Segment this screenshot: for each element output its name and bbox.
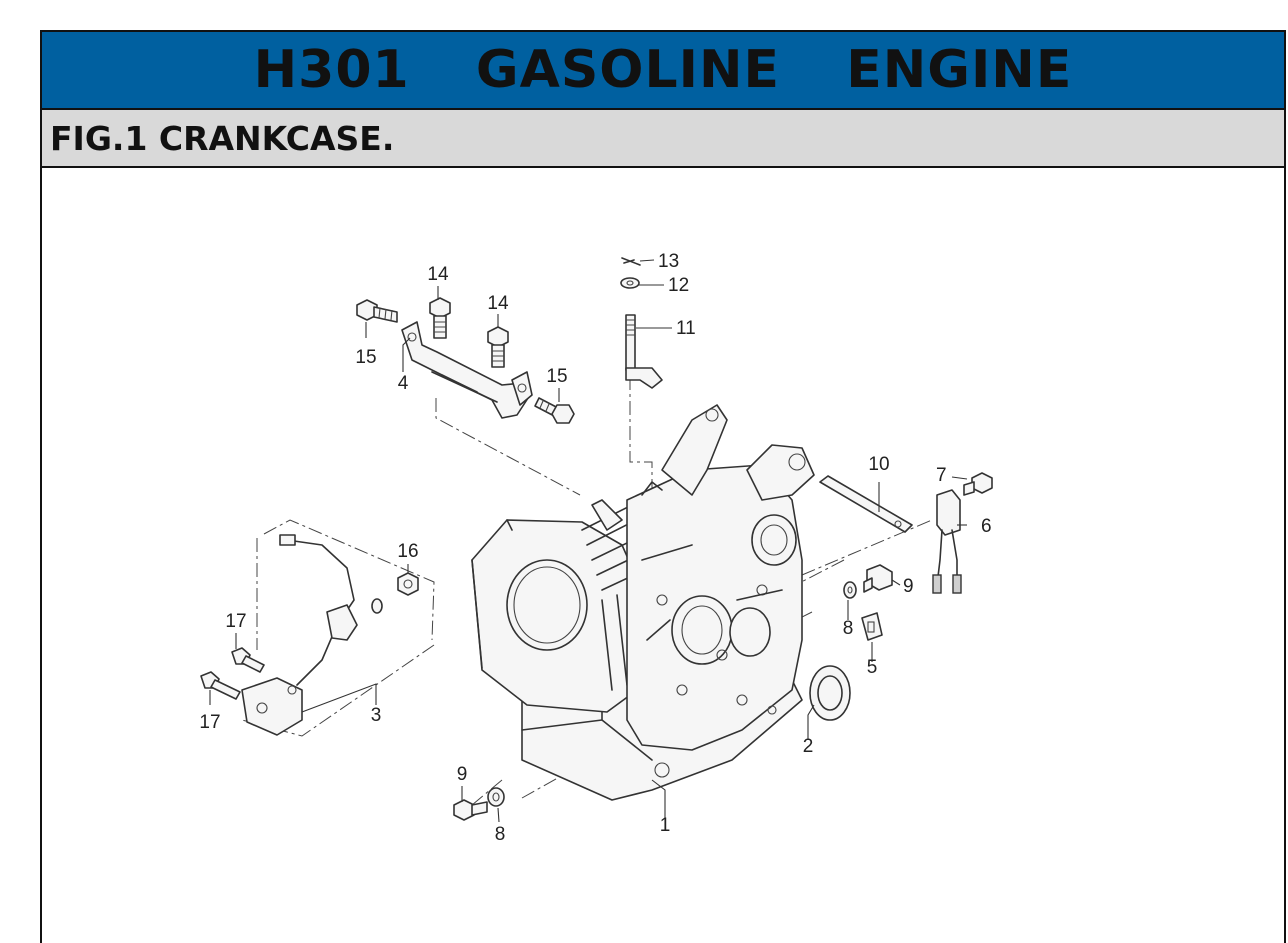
callout-8-bottom: 8: [495, 824, 506, 845]
callouts: 1 2 3 4 5 6 7 8 9 10 11 12 13 14 14 15 1…: [199, 251, 991, 845]
governor-plate: [819, 475, 913, 533]
callout-13: 13: [658, 251, 679, 272]
nut-16: [397, 572, 419, 596]
callout-17-upper: 17: [225, 611, 246, 632]
washer-coil: [371, 598, 383, 614]
callout-14-left: 14: [427, 264, 449, 285]
ignition-coil: [241, 534, 358, 736]
bracket: [401, 321, 533, 419]
screw-7: [963, 472, 993, 496]
drain-plug-bottom: [453, 799, 488, 821]
callout-4: 4: [398, 373, 409, 394]
callout-1: 1: [660, 815, 671, 836]
callout-15-left: 15: [355, 347, 376, 368]
exploded-diagram: 1 2 3 4 5 6 7 8 9 10 11 12 13 14 14 15 1…: [199, 251, 993, 845]
callout-9-bottom: 9: [457, 764, 468, 785]
bolt-15-right: [534, 397, 575, 424]
callout-7: 7: [936, 465, 947, 486]
callout-15-right: 15: [546, 366, 567, 387]
callout-10: 10: [868, 454, 889, 475]
bolt-17-lower: [200, 671, 241, 700]
callout-9-right: 9: [903, 576, 914, 597]
bolt-14-left: [429, 297, 451, 339]
callout-12: 12: [668, 275, 689, 296]
oil-alert-unit: [932, 489, 962, 594]
figure-title: FIG.1 CRANKCASE.: [50, 118, 395, 158]
washer-right: [843, 581, 857, 599]
drain-plug-right: [863, 564, 893, 593]
callout-17-lower: 17: [199, 712, 220, 733]
callout-14-right: 14: [487, 293, 509, 314]
callout-16: 16: [397, 541, 418, 562]
bolt-17-upper: [231, 647, 265, 673]
crankcase: [471, 404, 815, 801]
page-title: H301 GASOLINE ENGINE: [253, 40, 1073, 100]
bolt-14-right: [487, 326, 509, 368]
oil-seal: [809, 665, 851, 721]
subtitle-bar: FIG.1 CRANKCASE.: [40, 110, 1286, 168]
callout-3: 3: [371, 705, 382, 726]
diagram-frame: 1 2 3 4 5 6 7 8 9 10 11 12 13 14 14 15 1…: [40, 168, 1286, 943]
governor-shaft: [625, 314, 663, 389]
washer-bottom: [487, 787, 505, 807]
callout-2: 2: [803, 736, 814, 757]
title-bar: H301 GASOLINE ENGINE: [40, 30, 1286, 110]
sensor-plug: [861, 612, 883, 641]
bolt-15-left: [356, 299, 398, 323]
leader-lines: [209, 259, 968, 830]
callout-6: 6: [981, 516, 992, 537]
callout-5: 5: [867, 657, 878, 678]
callout-8-right: 8: [843, 618, 854, 639]
washer-top: [620, 277, 640, 289]
callout-11: 11: [676, 318, 696, 339]
clip-top: [621, 257, 641, 266]
